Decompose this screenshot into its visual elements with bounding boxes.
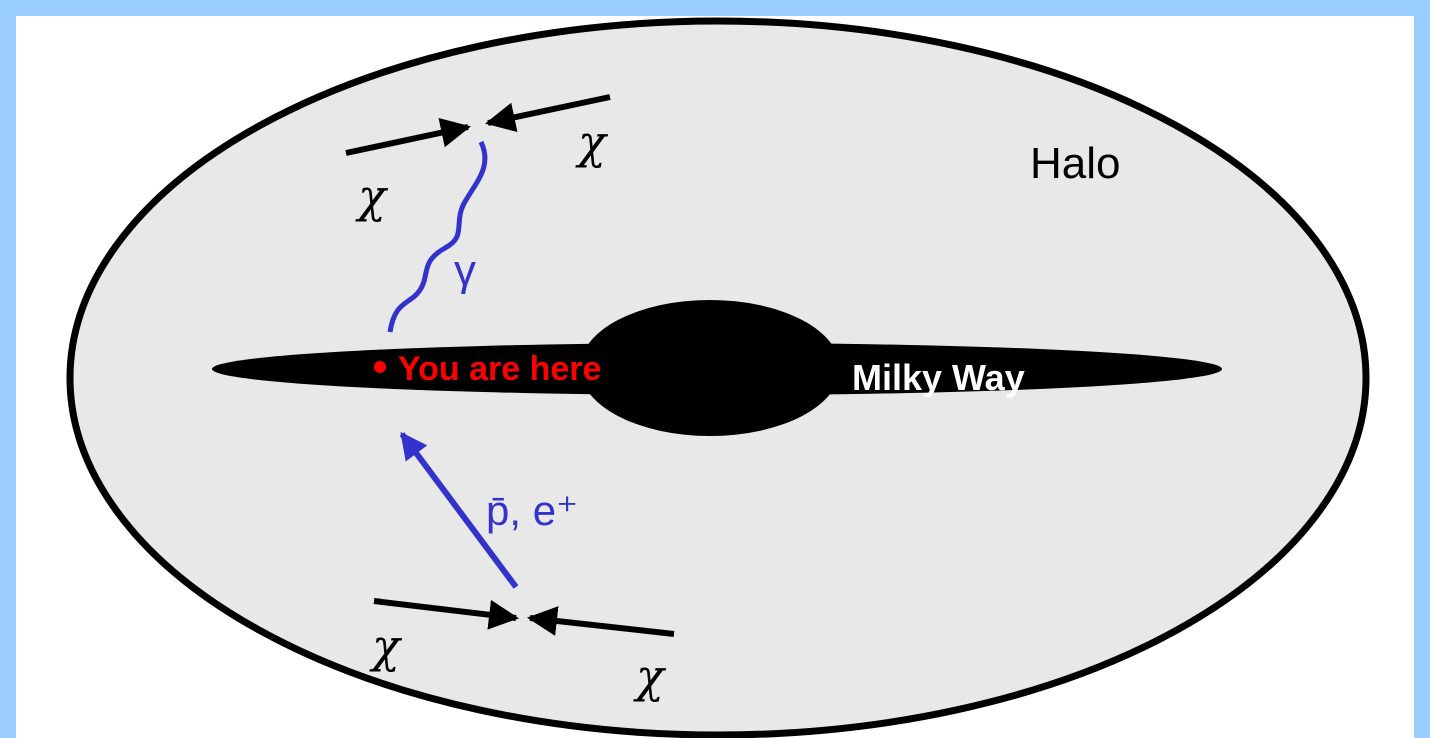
chi-arrow-top-right	[485, 94, 611, 133]
halo-label: Halo	[1030, 139, 1121, 188]
chi-arrow-bottom-right	[527, 606, 675, 637]
chi-arrow-bottom-left	[373, 598, 519, 630]
you-are-here-dot	[374, 361, 386, 373]
milky-way-label: Milky Way	[852, 357, 1025, 398]
chi-label-bottom-right: χ	[633, 649, 667, 703]
chi-label-bottom-left: χ	[369, 619, 403, 673]
gamma-label: γ	[454, 246, 476, 295]
pbar-eplus-label: p̄, e⁺	[486, 487, 578, 534]
gamma-wave	[387, 140, 488, 333]
pbar-eplus-arrow	[399, 431, 519, 589]
milky-way-shape	[212, 300, 1222, 436]
chi-arrow-top-left	[345, 117, 471, 156]
you-are-here-label: You are here	[398, 350, 601, 388]
chi-label-top-left: χ	[355, 169, 389, 223]
chi-label-top-right: χ	[575, 115, 609, 169]
